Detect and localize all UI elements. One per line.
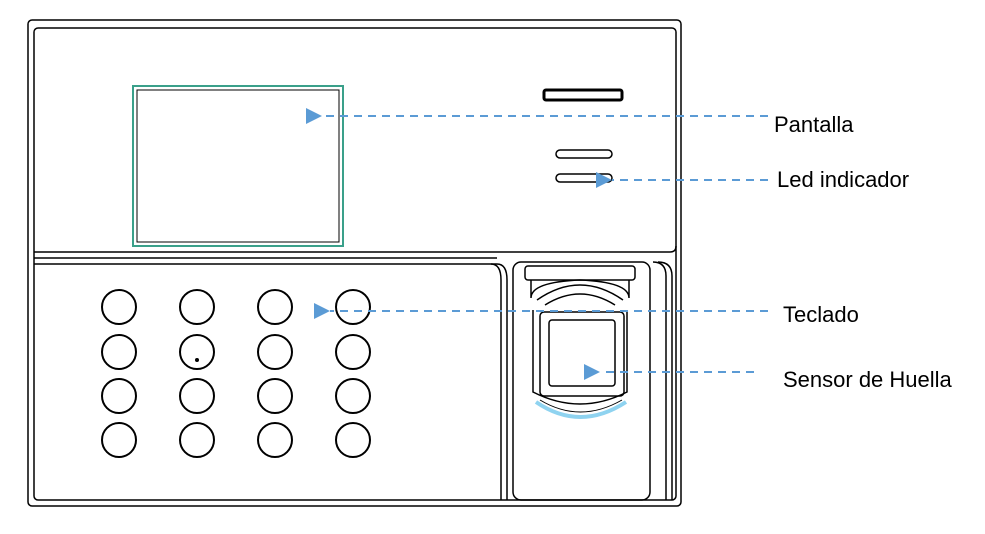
keypad-button[interactable] [257, 422, 293, 458]
device-body [27, 19, 682, 507]
callouts [306, 108, 768, 380]
label-sensor: Sensor de Huella [783, 367, 952, 392]
label-keypad: Teclado [783, 302, 859, 327]
keypad-button[interactable] [335, 378, 371, 414]
keypad-button[interactable] [257, 378, 293, 414]
keypad-button[interactable] [335, 334, 371, 370]
keypad-button[interactable] [257, 289, 293, 325]
sensor-housing [490, 261, 673, 501]
keypad-button[interactable] [335, 422, 371, 458]
card-slot [542, 88, 624, 102]
keypad-button[interactable] [179, 422, 215, 458]
keypad-button[interactable] [101, 289, 137, 325]
keypad-button[interactable] [101, 422, 137, 458]
keypad [101, 289, 371, 458]
keypad-button[interactable] [179, 378, 215, 414]
keypad-button[interactable] [179, 289, 215, 325]
led-indicators [555, 149, 613, 183]
tactile-dot [195, 358, 199, 362]
keypad-button[interactable] [257, 334, 293, 370]
keypad-button[interactable] [101, 334, 137, 370]
screen [132, 85, 344, 247]
keypad-button[interactable] [179, 334, 215, 370]
keypad-button[interactable] [101, 378, 137, 414]
label-led: Led indicador [777, 167, 910, 192]
fingerprint-sensor [534, 311, 628, 419]
label-screen: Pantalla [774, 112, 854, 137]
keypad-button[interactable] [335, 289, 371, 325]
